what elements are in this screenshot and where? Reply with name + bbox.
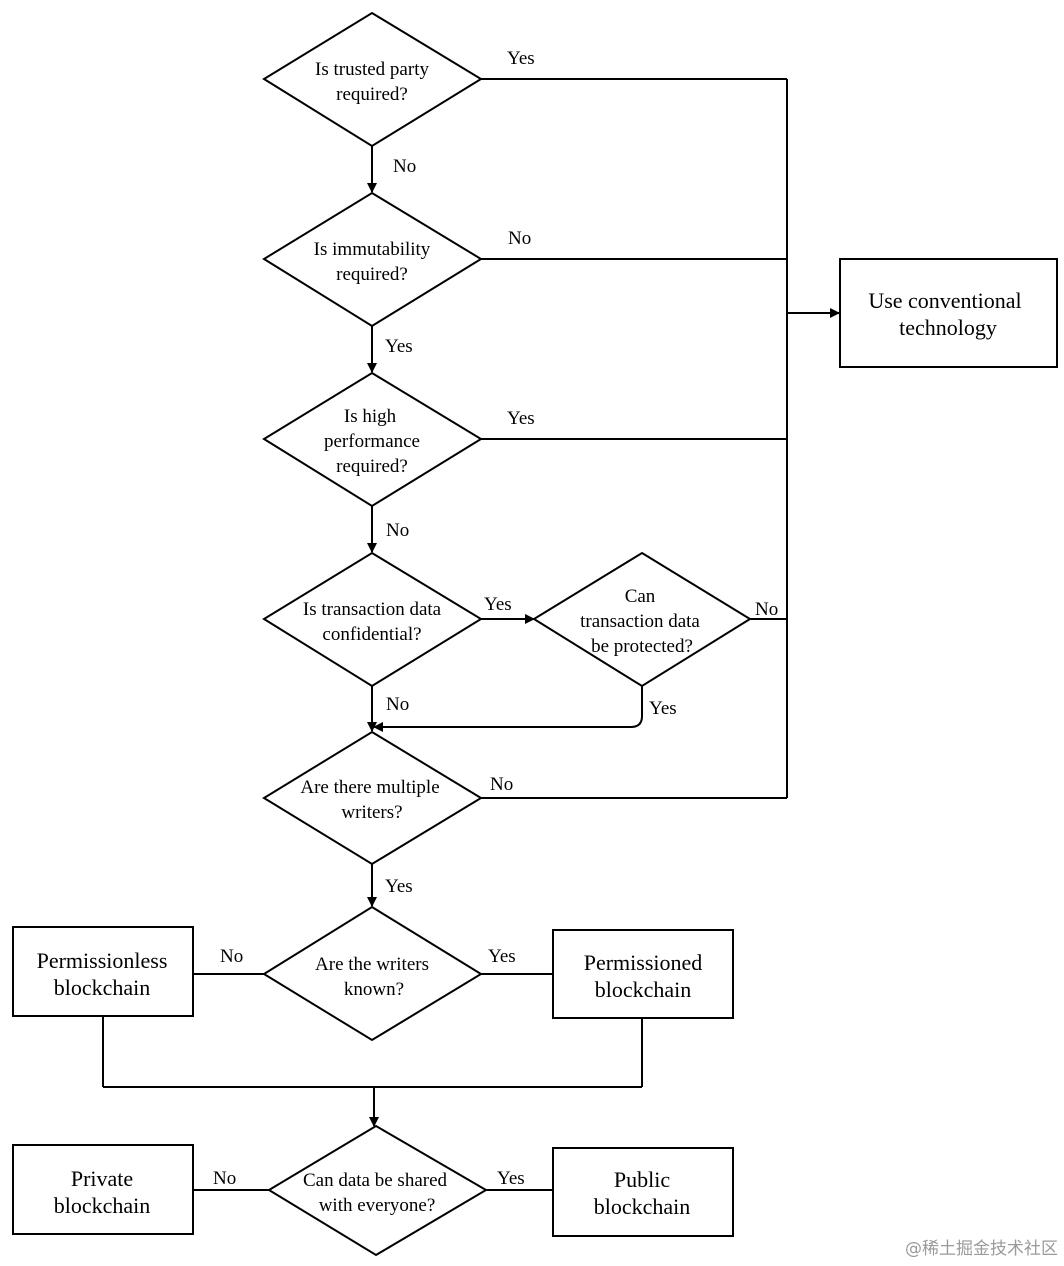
outcome-private-blockchain: Private blockchain: [12, 1144, 194, 1235]
edge-label-confidential-yes: Yes: [484, 594, 512, 615]
decision-label: transaction data: [580, 611, 700, 632]
outcome-label: Permissionless: [37, 948, 168, 973]
watermark: @稀土掘金技术社区: [905, 1239, 1058, 1259]
decision-label: Can: [625, 586, 656, 607]
decision-high-performance: Is high performance required?: [262, 371, 483, 508]
edge-label-trusted-no: No: [393, 156, 416, 177]
edge-label-writers-no: No: [490, 774, 513, 795]
protected-yes-arrow: [373, 686, 643, 732]
outcome-public-blockchain: Public blockchain: [552, 1147, 734, 1237]
decision-data-shared: Can data be shared with everyone?: [267, 1124, 488, 1257]
decision-immutability: Is immutability required?: [262, 191, 483, 328]
decision-label: Is trusted party: [315, 59, 429, 80]
outcome-permissioned-blockchain: Permissioned blockchain: [552, 929, 734, 1019]
edge-labels: Yes No No Yes Yes No Yes No No Yes No Ye…: [213, 48, 778, 1189]
edge-label-known-no: No: [220, 946, 243, 967]
edge-label-immutability-no: No: [508, 228, 531, 249]
edge-label-writers-yes: Yes: [385, 876, 413, 897]
outcome-label: blockchain: [594, 1194, 691, 1219]
outcome-label: Use conventional: [868, 288, 1021, 313]
outcome-label: blockchain: [595, 977, 692, 1002]
edge-label-shared-no: No: [213, 1168, 236, 1189]
outcome-label: Permissioned: [584, 950, 703, 975]
decision-label: be protected?: [591, 636, 693, 657]
decision-label: required?: [336, 456, 408, 477]
outcome-label: blockchain: [54, 1193, 151, 1218]
decision-can-be-protected: Can transaction data be protected?: [532, 551, 752, 688]
connectors: [102, 78, 840, 1191]
edge-label-shared-yes: Yes: [497, 1168, 525, 1189]
decision-label: Are the writers: [315, 954, 429, 975]
edge-label-protected-yes: Yes: [649, 698, 677, 719]
decision-multiple-writers: Are there multiple writers?: [262, 730, 483, 866]
decision-trusted-party: Is trusted party required?: [262, 11, 483, 148]
outcome-label: Private: [71, 1166, 133, 1191]
edge-label-trusted-yes: Yes: [507, 48, 535, 69]
outcome-label: blockchain: [54, 975, 151, 1000]
edge-label-protected-no: No: [755, 599, 778, 620]
decision-confidential: Is transaction data confidential?: [262, 551, 483, 688]
outcome-label: technology: [899, 315, 997, 340]
decision-label: required?: [336, 264, 408, 285]
edge-label-confidential-no: No: [386, 694, 409, 715]
decision-label: Is transaction data: [303, 599, 442, 620]
decision-label: performance: [324, 431, 420, 452]
decision-label: Is immutability: [314, 239, 431, 260]
decision-label: confidential?: [322, 624, 421, 645]
edge-label-performance-no: No: [386, 520, 409, 541]
decision-label: known?: [344, 979, 404, 1000]
decision-label: Are there multiple: [300, 777, 439, 798]
outcome-label: Public: [614, 1167, 670, 1192]
decision-writers-known: Are the writers known?: [262, 905, 483, 1042]
outcome-conventional-technology: Use conventional technology: [839, 258, 1058, 368]
decision-label: writers?: [341, 802, 402, 823]
decision-label: required?: [336, 84, 408, 105]
outcome-permissionless-blockchain: Permissionless blockchain: [12, 926, 194, 1017]
decision-label: with everyone?: [319, 1195, 436, 1216]
edge-label-performance-yes: Yes: [507, 408, 535, 429]
edge-label-known-yes: Yes: [488, 946, 516, 967]
decision-label: Is high: [344, 406, 397, 427]
decision-label: Can data be shared: [303, 1170, 448, 1191]
edge-label-immutability-yes: Yes: [385, 336, 413, 357]
